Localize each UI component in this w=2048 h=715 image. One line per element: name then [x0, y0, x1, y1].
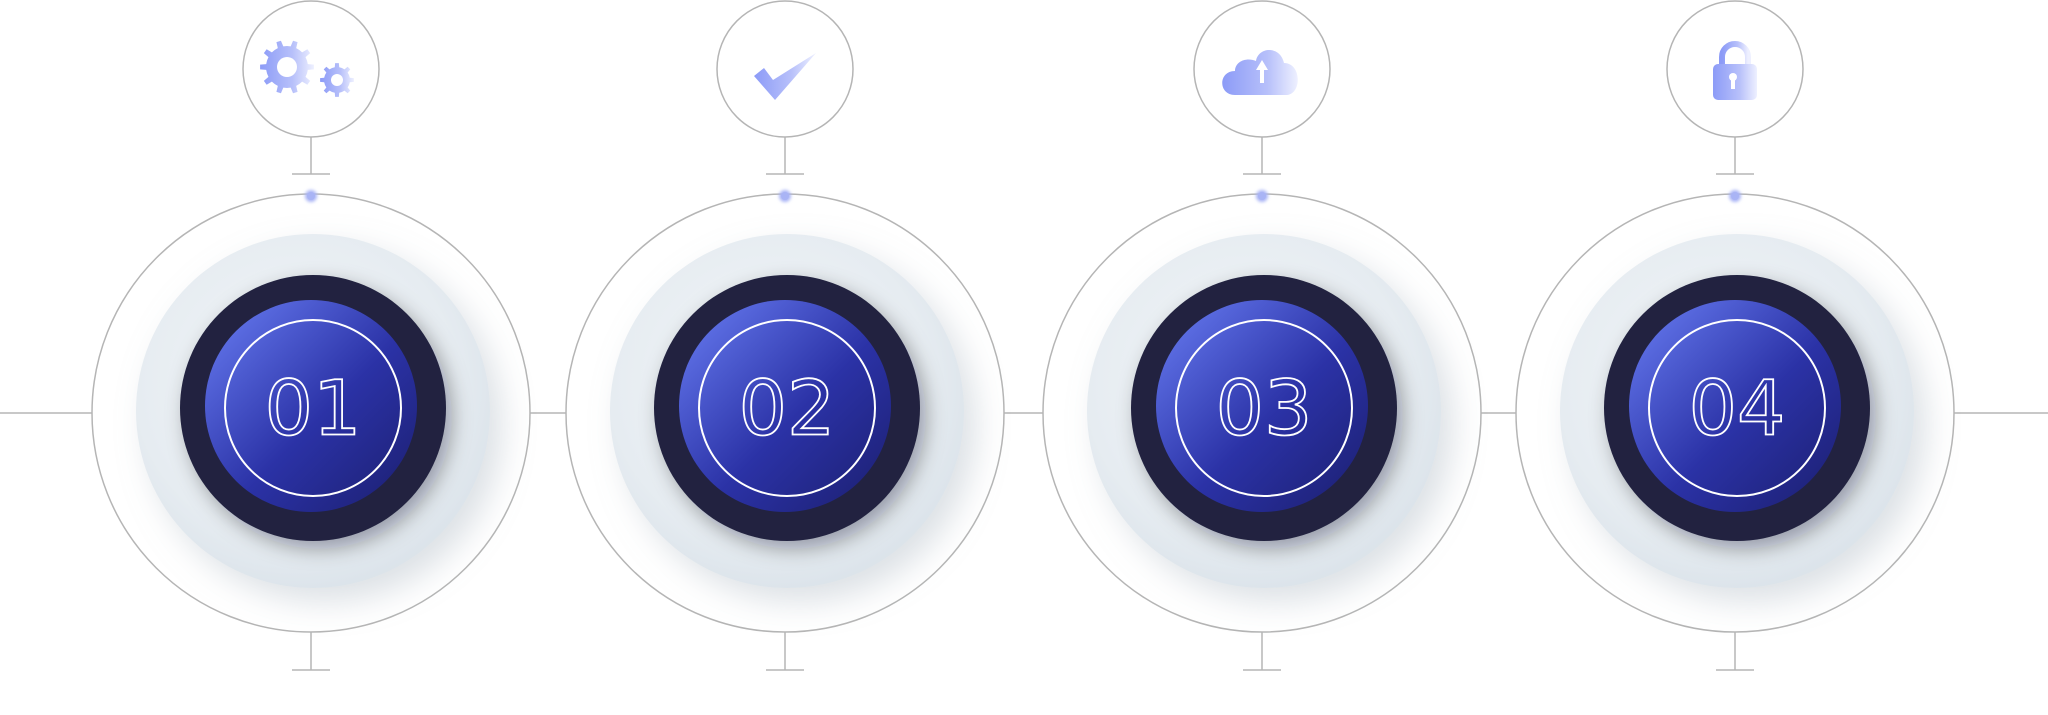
inner-outline-ring	[1648, 319, 1826, 497]
inner-outline-ring	[1175, 319, 1353, 497]
cloud-upload-icon	[1222, 50, 1298, 95]
step-01: 01	[91, 0, 531, 671]
steps: 01 02 03 04	[91, 0, 1955, 671]
step-04: 04	[1515, 0, 1955, 671]
step-number: 04	[1689, 364, 1786, 453]
ring-dot-core	[1731, 192, 1739, 200]
blue-disc	[679, 300, 891, 512]
step-03: 03	[1042, 0, 1482, 671]
inner-outline-ring	[698, 319, 876, 497]
step-number: 01	[265, 364, 362, 453]
inner-outline-ring	[224, 319, 402, 497]
padlock-icon	[1713, 41, 1757, 100]
gears-icon	[260, 40, 354, 97]
blue-disc	[205, 300, 417, 512]
blue-disc	[1156, 300, 1368, 512]
step-02: 02	[565, 0, 1005, 671]
ring-dot-core	[781, 192, 789, 200]
ring-dot-core	[1258, 192, 1266, 200]
ring-dot-core	[307, 192, 315, 200]
blue-disc	[1629, 300, 1841, 512]
step-number: 03	[1216, 364, 1313, 453]
icon-bubble	[716, 0, 854, 138]
step-number: 02	[739, 364, 836, 453]
checkmark-icon	[754, 53, 816, 100]
